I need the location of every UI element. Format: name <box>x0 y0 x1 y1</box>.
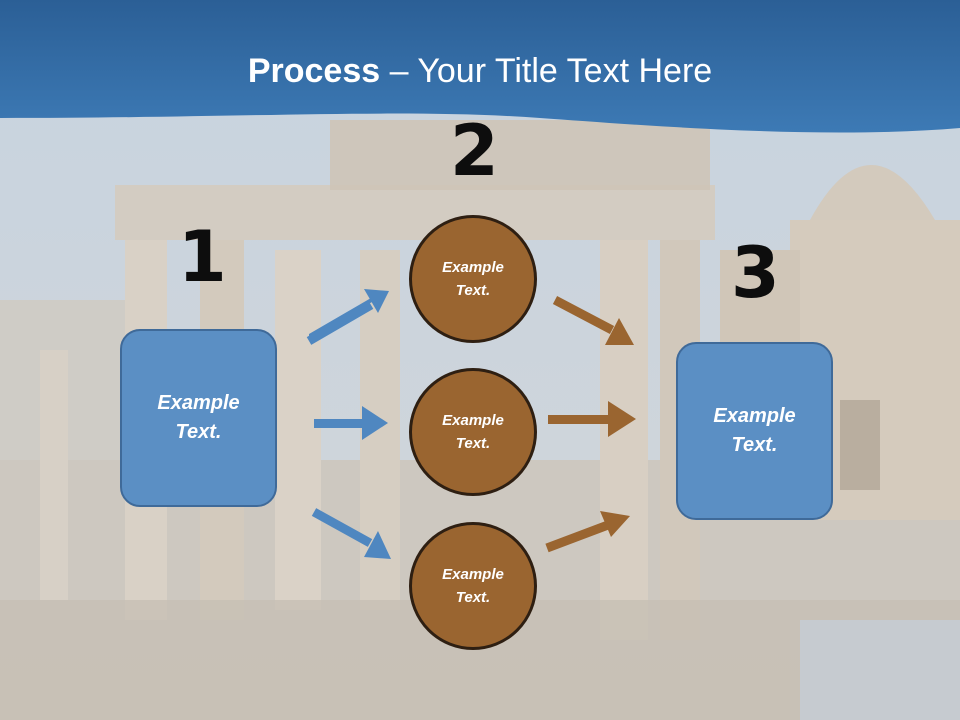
circle-middle-line1: Example <box>442 412 504 429</box>
step-number-2: 2 <box>450 110 499 192</box>
step-box-3-line1: Example <box>713 405 796 427</box>
circle-middle-line2: Text. <box>455 435 491 452</box>
step-box-1-line2: Text. <box>175 421 222 443</box>
step-number-3: 3 <box>731 232 780 314</box>
arrow-brown-down-icon <box>552 296 634 345</box>
step-box-1-text: Example Text. <box>157 389 239 447</box>
title-rest: – Your Title Text Here <box>380 52 713 90</box>
arrow-blue-up-icon <box>306 289 389 345</box>
arrow-blue-right-icon <box>314 406 388 440</box>
circle-bottom-line1: Example <box>442 566 504 583</box>
process-circle-bottom: Example Text. <box>409 522 537 650</box>
title-bold: Process <box>247 52 381 90</box>
arrow-brown-up-icon <box>545 511 630 553</box>
circle-top-line1: Example <box>442 259 504 276</box>
circle-bottom-line2: Text. <box>455 589 491 606</box>
step-box-1: Example Text. <box>120 329 277 507</box>
step-box-3: Example Text. <box>676 342 833 520</box>
step-box-1-line1: Example <box>157 392 240 414</box>
slide-title: Process – Your Title Text Here <box>0 52 960 91</box>
process-circle-middle: Example Text. <box>409 368 537 496</box>
circle-top-line2: Text. <box>455 282 491 299</box>
process-circle-top: Example Text. <box>409 215 537 343</box>
arrow-blue-down-icon <box>311 508 391 559</box>
arrow-brown-right-icon <box>548 401 636 437</box>
step-number-1: 1 <box>178 216 227 298</box>
step-box-3-text: Example Text. <box>713 402 795 460</box>
step-box-3-line2: Text. <box>731 434 778 456</box>
